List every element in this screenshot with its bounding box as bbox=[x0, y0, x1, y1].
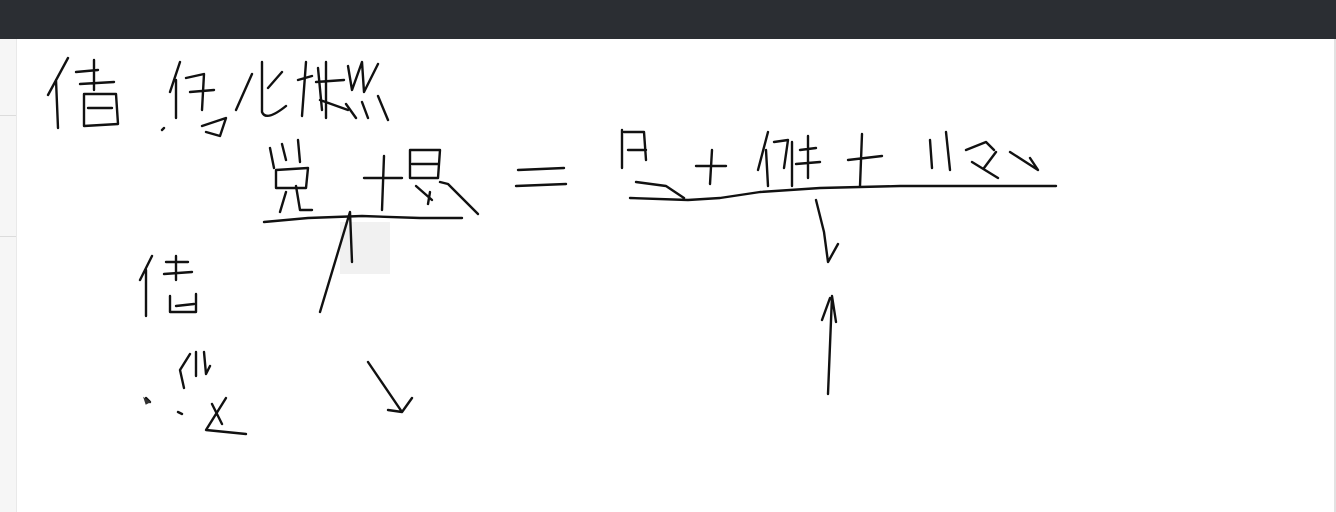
ink-layer[interactable] bbox=[17, 39, 1334, 512]
scrollbar-track[interactable] bbox=[1334, 39, 1336, 512]
handwritten-equals bbox=[514, 166, 568, 188]
pen-cursor-icon bbox=[143, 396, 151, 405]
drawing-canvas[interactable] bbox=[17, 39, 1334, 512]
title-bar bbox=[0, 0, 1336, 39]
handwritten-equation-right bbox=[620, 128, 1058, 202]
selection-highlight bbox=[340, 222, 390, 274]
handwritten-ink bbox=[46, 56, 1058, 436]
handwritten-equation-left bbox=[262, 138, 480, 224]
handwritten-title bbox=[46, 56, 390, 138]
handwritten-arrows bbox=[318, 198, 840, 414]
gutter-divider bbox=[0, 236, 16, 237]
handwritten-annotations-left bbox=[138, 254, 248, 436]
gutter-divider bbox=[0, 115, 16, 116]
left-gutter bbox=[0, 39, 17, 512]
